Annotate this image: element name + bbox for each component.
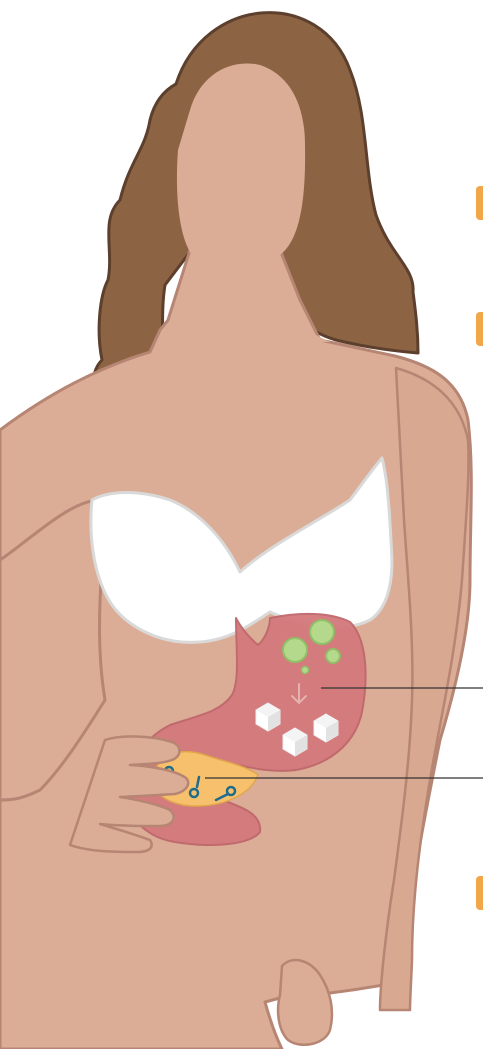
bubble-icon [310,620,334,644]
bubble-icon [283,638,307,662]
side-tab [476,312,483,346]
bubble-icon [326,649,340,663]
side-tabs [476,186,483,910]
side-tab [476,876,483,910]
side-tab [476,186,483,220]
bubble-icon [302,667,309,674]
